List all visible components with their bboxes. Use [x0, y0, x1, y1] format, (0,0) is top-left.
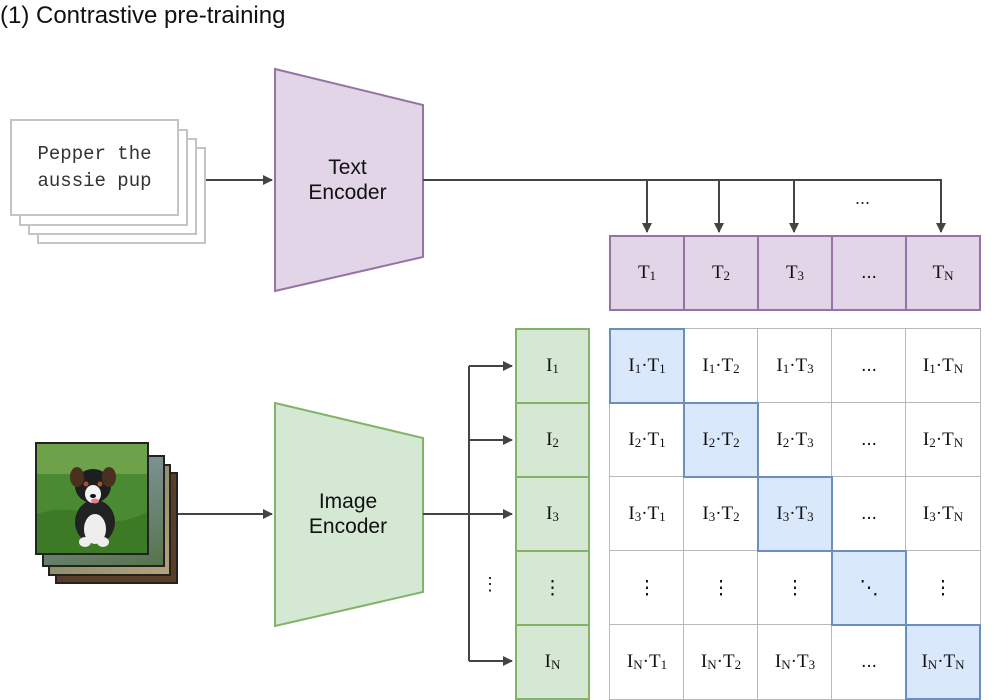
dog-illustration [37, 444, 147, 553]
matrix-cell-r4-c1: ⋮ [609, 550, 685, 626]
image-encoder-label-line-1: Image [318, 490, 378, 513]
text-encoder-label-line-1: Text [328, 156, 367, 179]
text-encoder-label: Text Encoder [300, 155, 395, 205]
text-input-card: Pepper the aussie pup [10, 119, 179, 216]
matrix-cell-r1-c4: ... [831, 328, 907, 404]
text-bus-line [423, 179, 946, 233]
text-input-line-1: Pepper the [37, 142, 152, 165]
matrix-cell-r4-c5: ⋮ [905, 550, 981, 626]
dog-photo [35, 442, 149, 555]
matrix-cell-r3-c4: ... [831, 476, 907, 552]
image-encoder-label-line-2: Encoder [308, 515, 388, 538]
figure-title: (1) Contrastive pre-training [0, 2, 286, 29]
image-bus-ellipsis: ⋮ [481, 574, 499, 594]
matrix-cell-r4-c3: ⋮ [757, 550, 833, 626]
matrix-cell-r2-c4: ... [831, 402, 907, 478]
text-encoder-shape [274, 67, 424, 293]
image-encoder-shape [274, 401, 424, 628]
matrix-cell-r5-c4: ... [831, 624, 907, 700]
text-embedding-ellipsis: ... [831, 235, 907, 311]
text-bus-ellipsis: ... [855, 188, 871, 208]
text-input-line-2: aussie pup [37, 169, 152, 192]
image-embedding-ellipsis: ⋮ [515, 550, 590, 626]
text-encoder-label-line-2: Encoder [308, 181, 387, 204]
matrix-cell-r4-c4: ⋱ [831, 550, 907, 626]
image-encoder-label: Image Encoder [292, 489, 404, 539]
matrix-cell-r4-c2: ⋮ [683, 550, 759, 626]
